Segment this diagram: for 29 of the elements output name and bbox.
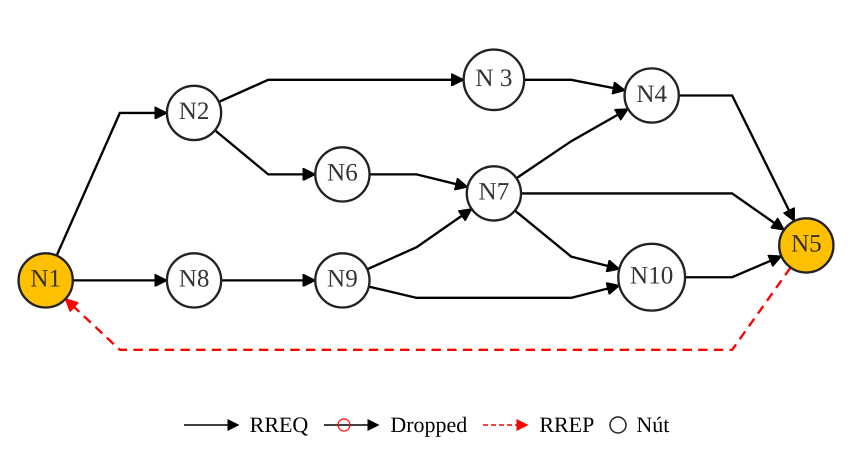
node-circle: N2 bbox=[165, 84, 222, 142]
node-circle: N8 bbox=[165, 252, 222, 309]
legend-label: RREP bbox=[539, 412, 594, 438]
arrow bbox=[214, 130, 316, 182]
legend-label: Dropped bbox=[390, 412, 468, 438]
node-circle: N5 bbox=[778, 217, 834, 274]
node-circle: N1 bbox=[16, 252, 74, 309]
arrow bbox=[514, 210, 620, 273]
arrow bbox=[684, 254, 782, 279]
node-circle: N10 bbox=[616, 242, 686, 312]
node-circle: N4 bbox=[622, 68, 680, 124]
legend-label: Nút bbox=[636, 412, 670, 438]
legend-label: RREQ bbox=[250, 412, 308, 438]
arrow bbox=[218, 73, 464, 104]
arrow bbox=[369, 174, 468, 191]
arrow bbox=[524, 78, 626, 95]
arrow bbox=[520, 192, 784, 231]
node-circle: N9 bbox=[314, 252, 370, 309]
arrow bbox=[55, 106, 168, 256]
arrow bbox=[220, 274, 316, 288]
arrow bbox=[64, 267, 792, 352]
arrow bbox=[368, 282, 620, 300]
arrow bbox=[515, 108, 628, 180]
node-circle: N7 bbox=[465, 165, 522, 222]
node-circle: N6 bbox=[314, 146, 370, 203]
arrow bbox=[678, 94, 794, 222]
node-circle: N 3 bbox=[462, 48, 525, 112]
arrow bbox=[72, 274, 168, 288]
arrow bbox=[366, 208, 472, 271]
